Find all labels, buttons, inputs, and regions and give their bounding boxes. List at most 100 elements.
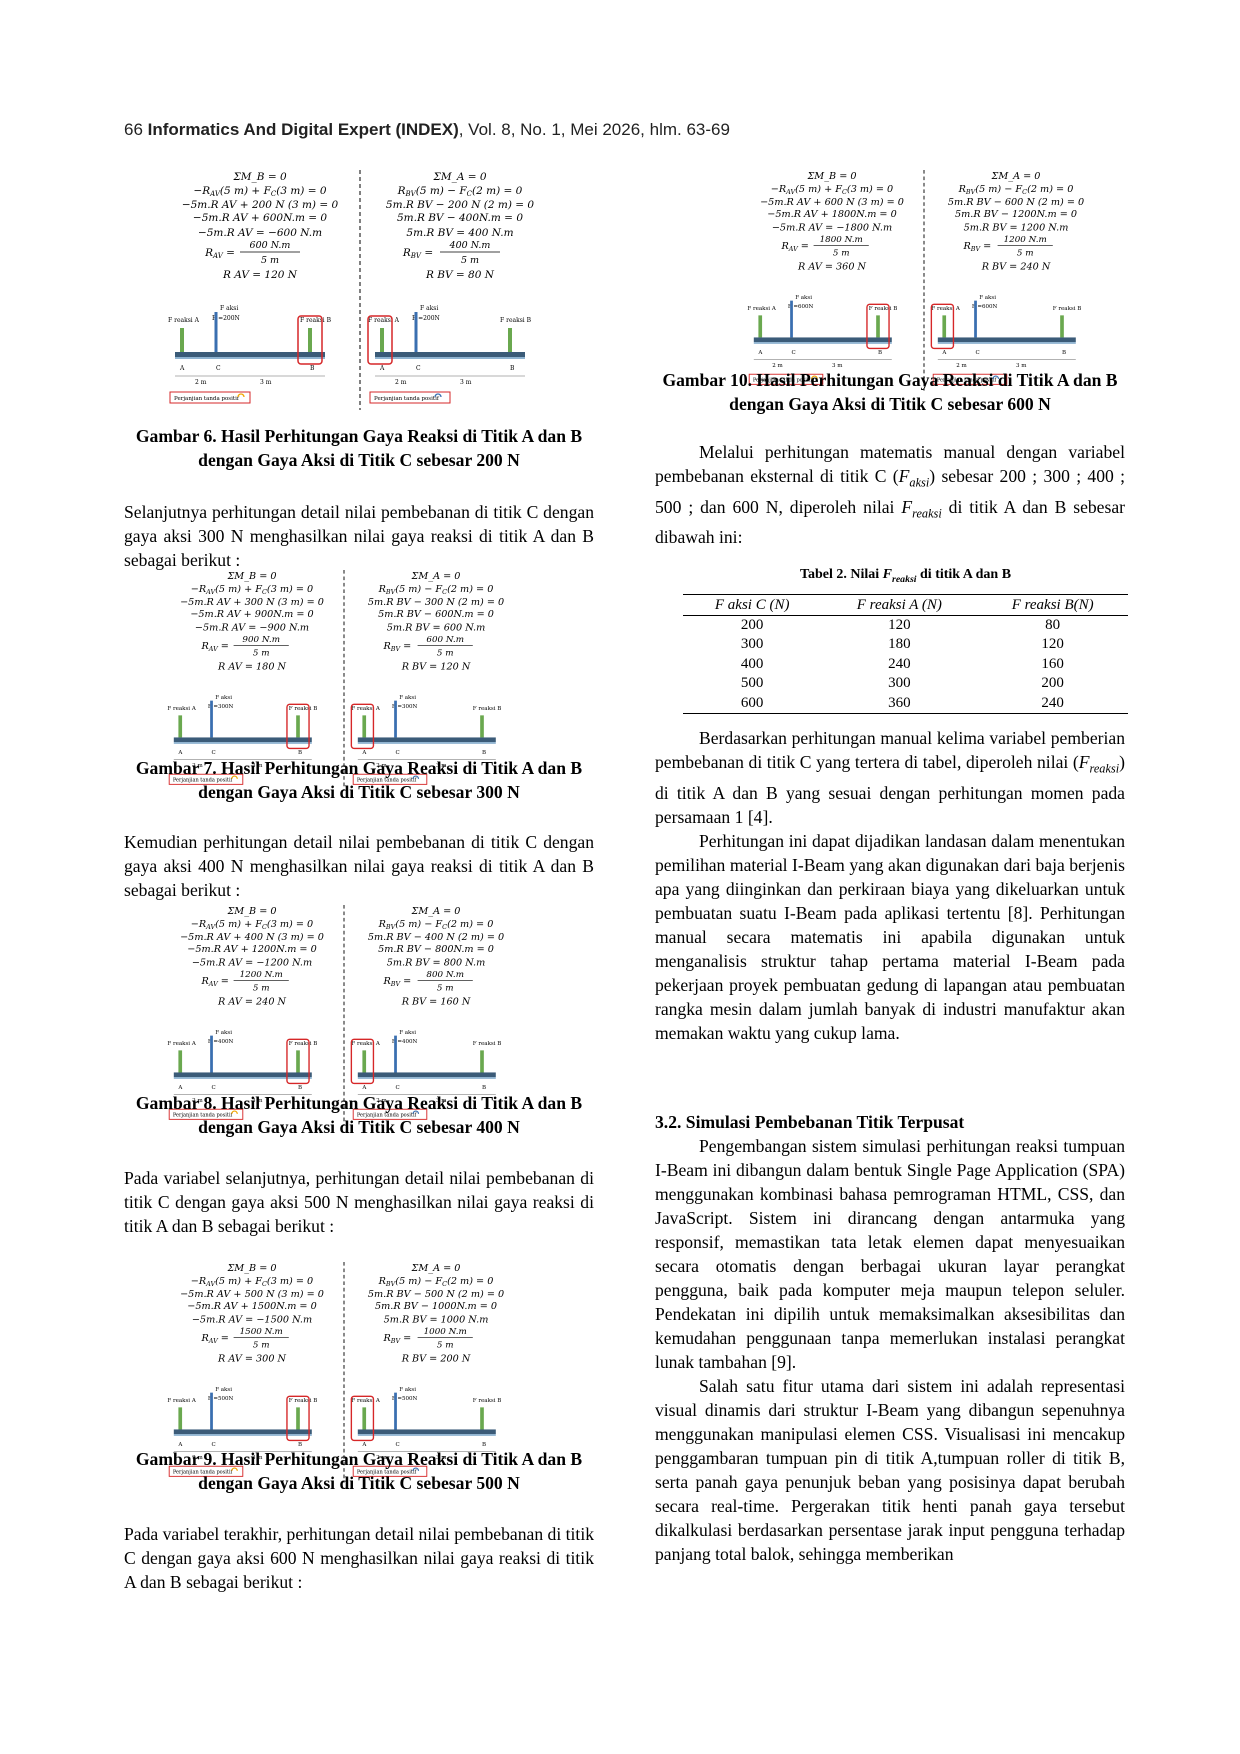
svg-text:R AV = 300 N: R AV = 300 N xyxy=(217,1353,287,1364)
svg-text:C: C xyxy=(212,1085,216,1091)
svg-text:C: C xyxy=(976,350,980,356)
svg-text:A: A xyxy=(361,1085,367,1091)
svg-text:R BV = 160 N: R BV = 160 N xyxy=(401,996,471,1007)
svg-text:RAV =: RAV = xyxy=(200,976,228,988)
table-cell: 120 xyxy=(888,616,911,633)
svg-text:3 m: 3 m xyxy=(252,1455,263,1461)
paragraph-results: Berdasarkan perhitungan manual kelima va… xyxy=(655,728,1125,827)
svg-text:ΣM_B = 0: ΣM_B = 0 xyxy=(806,171,856,182)
svg-text:F =200N: F =200N xyxy=(212,315,240,322)
svg-text:2 m: 2 m xyxy=(395,379,407,386)
figure-10: ΣM_B = 0 −RAV(5 m) + FC(3 m) = 0 −5m.R A… xyxy=(740,170,1108,391)
paragraph-table-intro: Melalui perhitungan matematis manual den… xyxy=(655,442,1126,548)
svg-text:F =200N: F =200N xyxy=(412,315,440,322)
svg-text:400 N.m: 400 N.m xyxy=(449,240,491,251)
svg-text:−5m.R AV + 500 N (3 m) = 0: −5m.R AV + 500 N (3 m) = 0 xyxy=(180,1289,324,1300)
svg-text:3 m: 3 m xyxy=(260,379,272,386)
svg-text:5m.R BV = 800 N.m: 5m.R BV = 800 N.m xyxy=(387,958,486,969)
svg-text:5m.R BV − 1200N.m = 0: 5m.R BV − 1200N.m = 0 xyxy=(955,209,1077,220)
svg-text:900 N.m: 900 N.m xyxy=(242,635,280,645)
svg-text:A: A xyxy=(379,365,385,372)
svg-text:1200 N.m: 1200 N.m xyxy=(1004,235,1047,245)
table-header: F reaksi B(N) xyxy=(977,593,1128,616)
figure-8-caption: Gambar 8. Hasil Perhitungan Gaya Reaksi … xyxy=(135,1093,583,1137)
svg-text:3 m: 3 m xyxy=(252,763,263,769)
svg-text:R BV = 240 N: R BV = 240 N xyxy=(981,261,1051,272)
svg-text:RBV =: RBV = xyxy=(382,1333,411,1345)
svg-text:F aksi: F aksi xyxy=(979,295,996,301)
figure-7: ΣM_B = 0 −RAV(5 m) + FC(3 m) = 0 −5m.R A… xyxy=(160,570,528,791)
table-cell: 120 xyxy=(1041,636,1064,653)
svg-text:5m.R BV = 400 N.m: 5m.R BV = 400 N.m xyxy=(406,227,513,239)
svg-text:F aksi: F aksi xyxy=(399,1387,416,1393)
svg-text:5m.R BV − 400 N (2 m) = 0: 5m.R BV − 400 N (2 m) = 0 xyxy=(368,932,504,943)
svg-text:F =500N: F =500N xyxy=(392,1396,418,1402)
svg-text:A: A xyxy=(179,365,185,372)
table-cell: 600 xyxy=(683,693,822,715)
svg-text:5m.R BV − 600 N (2 m) = 0: 5m.R BV − 600 N (2 m) = 0 xyxy=(948,197,1084,208)
table-2-caption: Tabel 2. Nilai Freaksi di titik A dan B xyxy=(799,567,1012,585)
svg-text:5 m: 5 m xyxy=(437,1341,454,1351)
svg-text:F reaksi B: F reaksi B xyxy=(869,306,898,312)
svg-text:5 m: 5 m xyxy=(437,649,454,659)
svg-text:F reaksi A: F reaksi A xyxy=(167,706,196,712)
svg-text:F =500N: F =500N xyxy=(208,1396,234,1402)
svg-text:−RAV(5 m) + FC(3 m) = 0: −RAV(5 m) + FC(3 m) = 0 xyxy=(193,185,326,198)
svg-text:RAV =: RAV = xyxy=(200,641,228,653)
svg-text:3 m: 3 m xyxy=(436,1455,447,1461)
svg-text:F reaksi B: F reaksi B xyxy=(289,1398,318,1404)
svg-text:F reaksi B: F reaksi B xyxy=(289,706,318,712)
svg-text:2 m: 2 m xyxy=(376,1098,387,1104)
svg-text:−5m.R AV + 1500N.m = 0: −5m.R AV + 1500N.m = 0 xyxy=(187,1301,317,1312)
svg-text:5 m: 5 m xyxy=(253,984,270,994)
svg-text:5 m: 5 m xyxy=(253,1341,270,1351)
table-cell: 360 xyxy=(821,693,978,715)
svg-text:B: B xyxy=(482,750,486,756)
svg-text:F =600N: F =600N xyxy=(788,304,814,310)
svg-text:A: A xyxy=(757,350,763,356)
table-cell: 160 xyxy=(1041,655,1064,672)
figure-7-caption: Gambar 7. Hasil Perhitungan Gaya Reaksi … xyxy=(135,758,583,802)
svg-text:F aksi: F aksi xyxy=(399,1030,416,1036)
svg-text:3 m: 3 m xyxy=(436,763,447,769)
svg-text:F reaksi A: F reaksi A xyxy=(168,317,200,324)
svg-text:−RAV(5 m) + FC(3 m) = 0: −RAV(5 m) + FC(3 m) = 0 xyxy=(771,184,893,196)
table-cell: 240 xyxy=(888,655,911,672)
svg-text:A: A xyxy=(361,1442,367,1448)
figure-6-caption: Gambar 6. Hasil Perhitungan Gaya Reaksi … xyxy=(135,426,583,470)
svg-text:−RAV(5 m) + FC(3 m) = 0: −RAV(5 m) + FC(3 m) = 0 xyxy=(191,584,313,596)
svg-text:F aksi: F aksi xyxy=(215,695,232,701)
svg-text:F reaksi B: F reaksi B xyxy=(300,317,332,324)
svg-text:A: A xyxy=(177,1442,183,1448)
svg-text:B: B xyxy=(298,1442,302,1448)
table-cell: 240 xyxy=(977,693,1128,715)
svg-text:RBV(5 m) − FC(2 m) = 0: RBV(5 m) − FC(2 m) = 0 xyxy=(378,919,494,931)
journal-title: Informatics And Digital Expert (INDEX) xyxy=(147,120,459,139)
svg-text:RAV =: RAV = xyxy=(204,247,235,260)
svg-text:5 m: 5 m xyxy=(833,249,850,259)
svg-text:−5m.R AV + 1800N.m = 0: −5m.R AV + 1800N.m = 0 xyxy=(767,209,897,220)
table-header: F reaksi A (N) xyxy=(821,593,978,616)
svg-text:Perjanjian tanda positif: Perjanjian tanda positif xyxy=(173,1470,234,1476)
paragraph: Perhitungan ini dapat dijadikan landasan… xyxy=(655,830,1125,1043)
svg-text:2 m: 2 m xyxy=(192,1098,203,1104)
svg-text:RBV =: RBV = xyxy=(402,247,433,260)
svg-text:ΣM_A = 0: ΣM_A = 0 xyxy=(432,171,486,183)
svg-text:F aksi: F aksi xyxy=(420,305,438,312)
svg-text:ΣM_B = 0: ΣM_B = 0 xyxy=(226,1263,276,1274)
svg-text:F aksi: F aksi xyxy=(399,695,416,701)
figure-9: ΣM_B = 0 −RAV(5 m) + FC(3 m) = 0 −5m.R A… xyxy=(160,1262,528,1483)
svg-text:3 m: 3 m xyxy=(1016,363,1027,369)
svg-text:ΣM_A = 0: ΣM_A = 0 xyxy=(991,171,1041,182)
svg-text:ΣM_B = 0: ΣM_B = 0 xyxy=(226,571,276,582)
svg-text:Perjanjian tanda positif: Perjanjian tanda positif xyxy=(374,396,440,402)
svg-text:F reaksi A: F reaksi A xyxy=(747,306,776,312)
svg-text:2 m: 2 m xyxy=(956,363,967,369)
svg-text:F reaksi B: F reaksi B xyxy=(473,1398,502,1404)
svg-text:B: B xyxy=(310,365,315,372)
table-cell: 200 xyxy=(1041,675,1064,692)
svg-text:1000 N.m: 1000 N.m xyxy=(424,1327,467,1337)
svg-text:F aksi: F aksi xyxy=(795,295,812,301)
